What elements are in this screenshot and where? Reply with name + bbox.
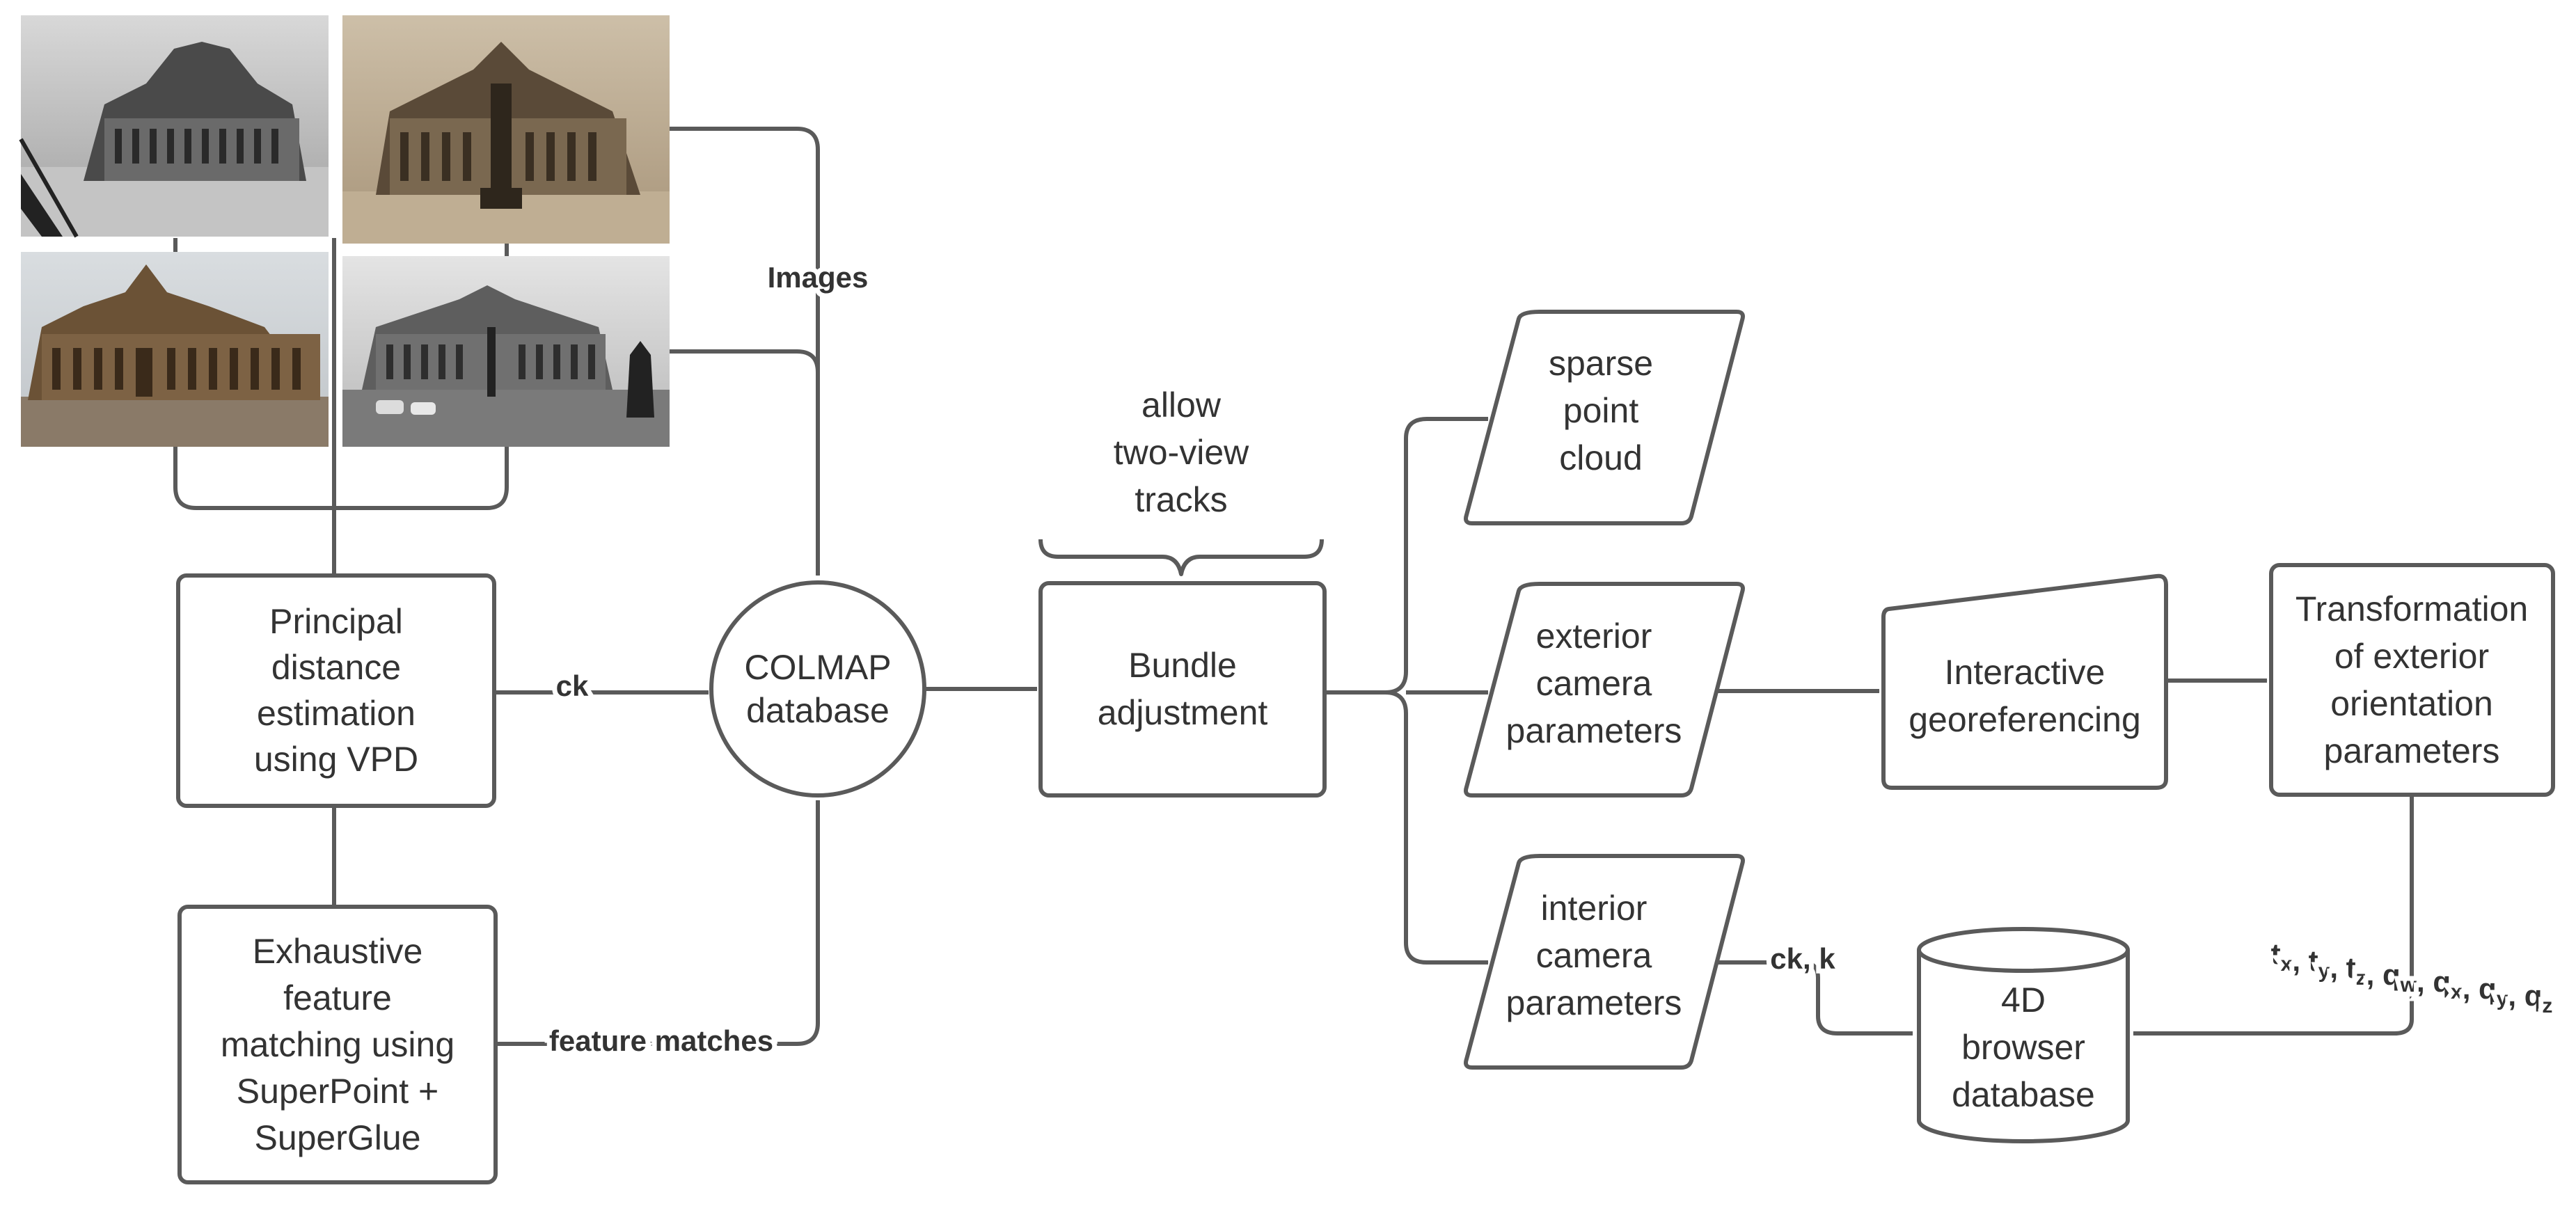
transform-label-line: orientation (2330, 684, 2493, 723)
bundle-label-line: adjustment (1098, 693, 1268, 732)
colmap-label-line: database (746, 691, 890, 730)
tq-base: , q (2463, 972, 2497, 1005)
bundle-label: Bundle adjustment (1098, 646, 1268, 732)
tq-sub: z (2356, 967, 2366, 990)
two-view-label: allow two-view tracks (1114, 386, 1249, 519)
tq-sub: y (2497, 987, 2508, 1010)
transform-label-line: of exterior (2334, 637, 2489, 676)
edge-label-ck-k: ck, k (1770, 942, 1835, 975)
photo-sepia (342, 15, 670, 244)
tq-base: t (2271, 937, 2281, 970)
sparse-label-line: point (1563, 391, 1639, 430)
interior-label-line: interior (1541, 889, 1647, 928)
transform-box (2269, 563, 2555, 797)
browser-db-cylinder (1917, 927, 2130, 1143)
tq-base: , t (2330, 951, 2355, 984)
interior-label: interior camera parameters (1506, 889, 1682, 1022)
connectors (173, 127, 2414, 1046)
georef-trapezoid (1881, 573, 2168, 790)
exterior-label-line: camera (1536, 664, 1652, 703)
transform-label-line: Transformation (2296, 589, 2528, 628)
georef-label-line: Interactive (1945, 653, 2105, 692)
matching-label-line: SuperPoint + (237, 1072, 438, 1111)
matching-box (177, 905, 498, 1184)
colmap-label-line: COLMAP (744, 648, 891, 687)
georef-label-line: georeferencing (1909, 700, 2141, 739)
sparse-parallelogram (1464, 310, 1745, 525)
tq-sub: w (2400, 974, 2417, 997)
edge-bundle-to-sparse (1325, 417, 1489, 695)
two-view-label-line: two-view (1114, 433, 1249, 472)
photo-bw-cars (342, 256, 670, 447)
matching-label-line: feature (283, 978, 392, 1017)
edge-ck-k (1718, 960, 1913, 1036)
vpd-label-line: Principal (269, 602, 403, 641)
edge-feature-matches (496, 800, 820, 1046)
bundle-label-line: Bundle (1128, 646, 1237, 685)
sparse-label-line: sparse (1549, 344, 1653, 383)
edge-images-to-colmap (670, 127, 820, 576)
two-view-brace (1038, 539, 1324, 576)
colmap-label: COLMAP database (744, 648, 891, 730)
browser-db-label: 4D browser database (1952, 981, 2095, 1114)
edge-tq (2133, 797, 2414, 1036)
georef-label: Interactive georeferencing (1909, 653, 2141, 739)
vpd-label-line: estimation (257, 694, 416, 733)
tq-base: , q (2417, 965, 2451, 998)
transform-label: Transformation of exterior orientation para… (2296, 589, 2528, 770)
matching-label-line: SuperGlue (254, 1118, 420, 1157)
interior-parallelogram (1464, 854, 1745, 1070)
photo-color (21, 252, 329, 447)
browser-db-label-line: browser (1961, 1028, 2085, 1067)
two-view-label-line: allow (1141, 386, 1222, 425)
tq-base: , t (2292, 944, 2318, 977)
exterior-label: exterior camera parameters (1506, 617, 1682, 750)
browser-db-label-line: database (1952, 1075, 2095, 1114)
tq-sub: x (2451, 981, 2463, 1003)
interior-label-line: camera (1536, 936, 1652, 975)
edge-label-tq: tx, ty, tz, qw, qx, qy, qz (2271, 937, 2553, 1017)
browser-db-label-line: 4D (2001, 981, 2046, 1019)
photo-bw-aerial (19, 15, 329, 238)
edge-label-feature-matches: feature matches (549, 1024, 773, 1057)
matching-label-line: Exhaustive (253, 932, 423, 971)
sparse-label-line: cloud (1559, 438, 1643, 477)
matching-label-line: matching using (221, 1025, 455, 1064)
vpd-label-line: distance (271, 648, 401, 687)
tq-base: , q (2366, 958, 2401, 991)
exterior-label-line: exterior (1536, 617, 1652, 656)
bundle-box (1038, 581, 1327, 798)
vpd-label: Principal distance estimation using VPD (254, 602, 418, 779)
exterior-parallelogram (1464, 582, 1745, 798)
exterior-label-line: parameters (1506, 711, 1682, 750)
tq-base: , q (2508, 979, 2542, 1012)
tq-sub: y (2318, 960, 2330, 983)
vpd-box (176, 573, 496, 808)
vpd-label-line: using VPD (254, 740, 418, 779)
edge-label-ck: ck (556, 669, 589, 702)
tq-sub: z (2542, 994, 2552, 1017)
interior-label-line: parameters (1506, 983, 1682, 1022)
colmap-circle (709, 580, 926, 798)
transform-label-line: parameters (2324, 731, 2500, 770)
tq-sub: x (2281, 953, 2293, 976)
two-view-label-line: tracks (1135, 480, 1227, 519)
sparse-label: sparse point cloud (1549, 344, 1653, 477)
edge-label-images: Images (768, 261, 869, 294)
edge-bundle-to-interior (1384, 690, 1489, 965)
